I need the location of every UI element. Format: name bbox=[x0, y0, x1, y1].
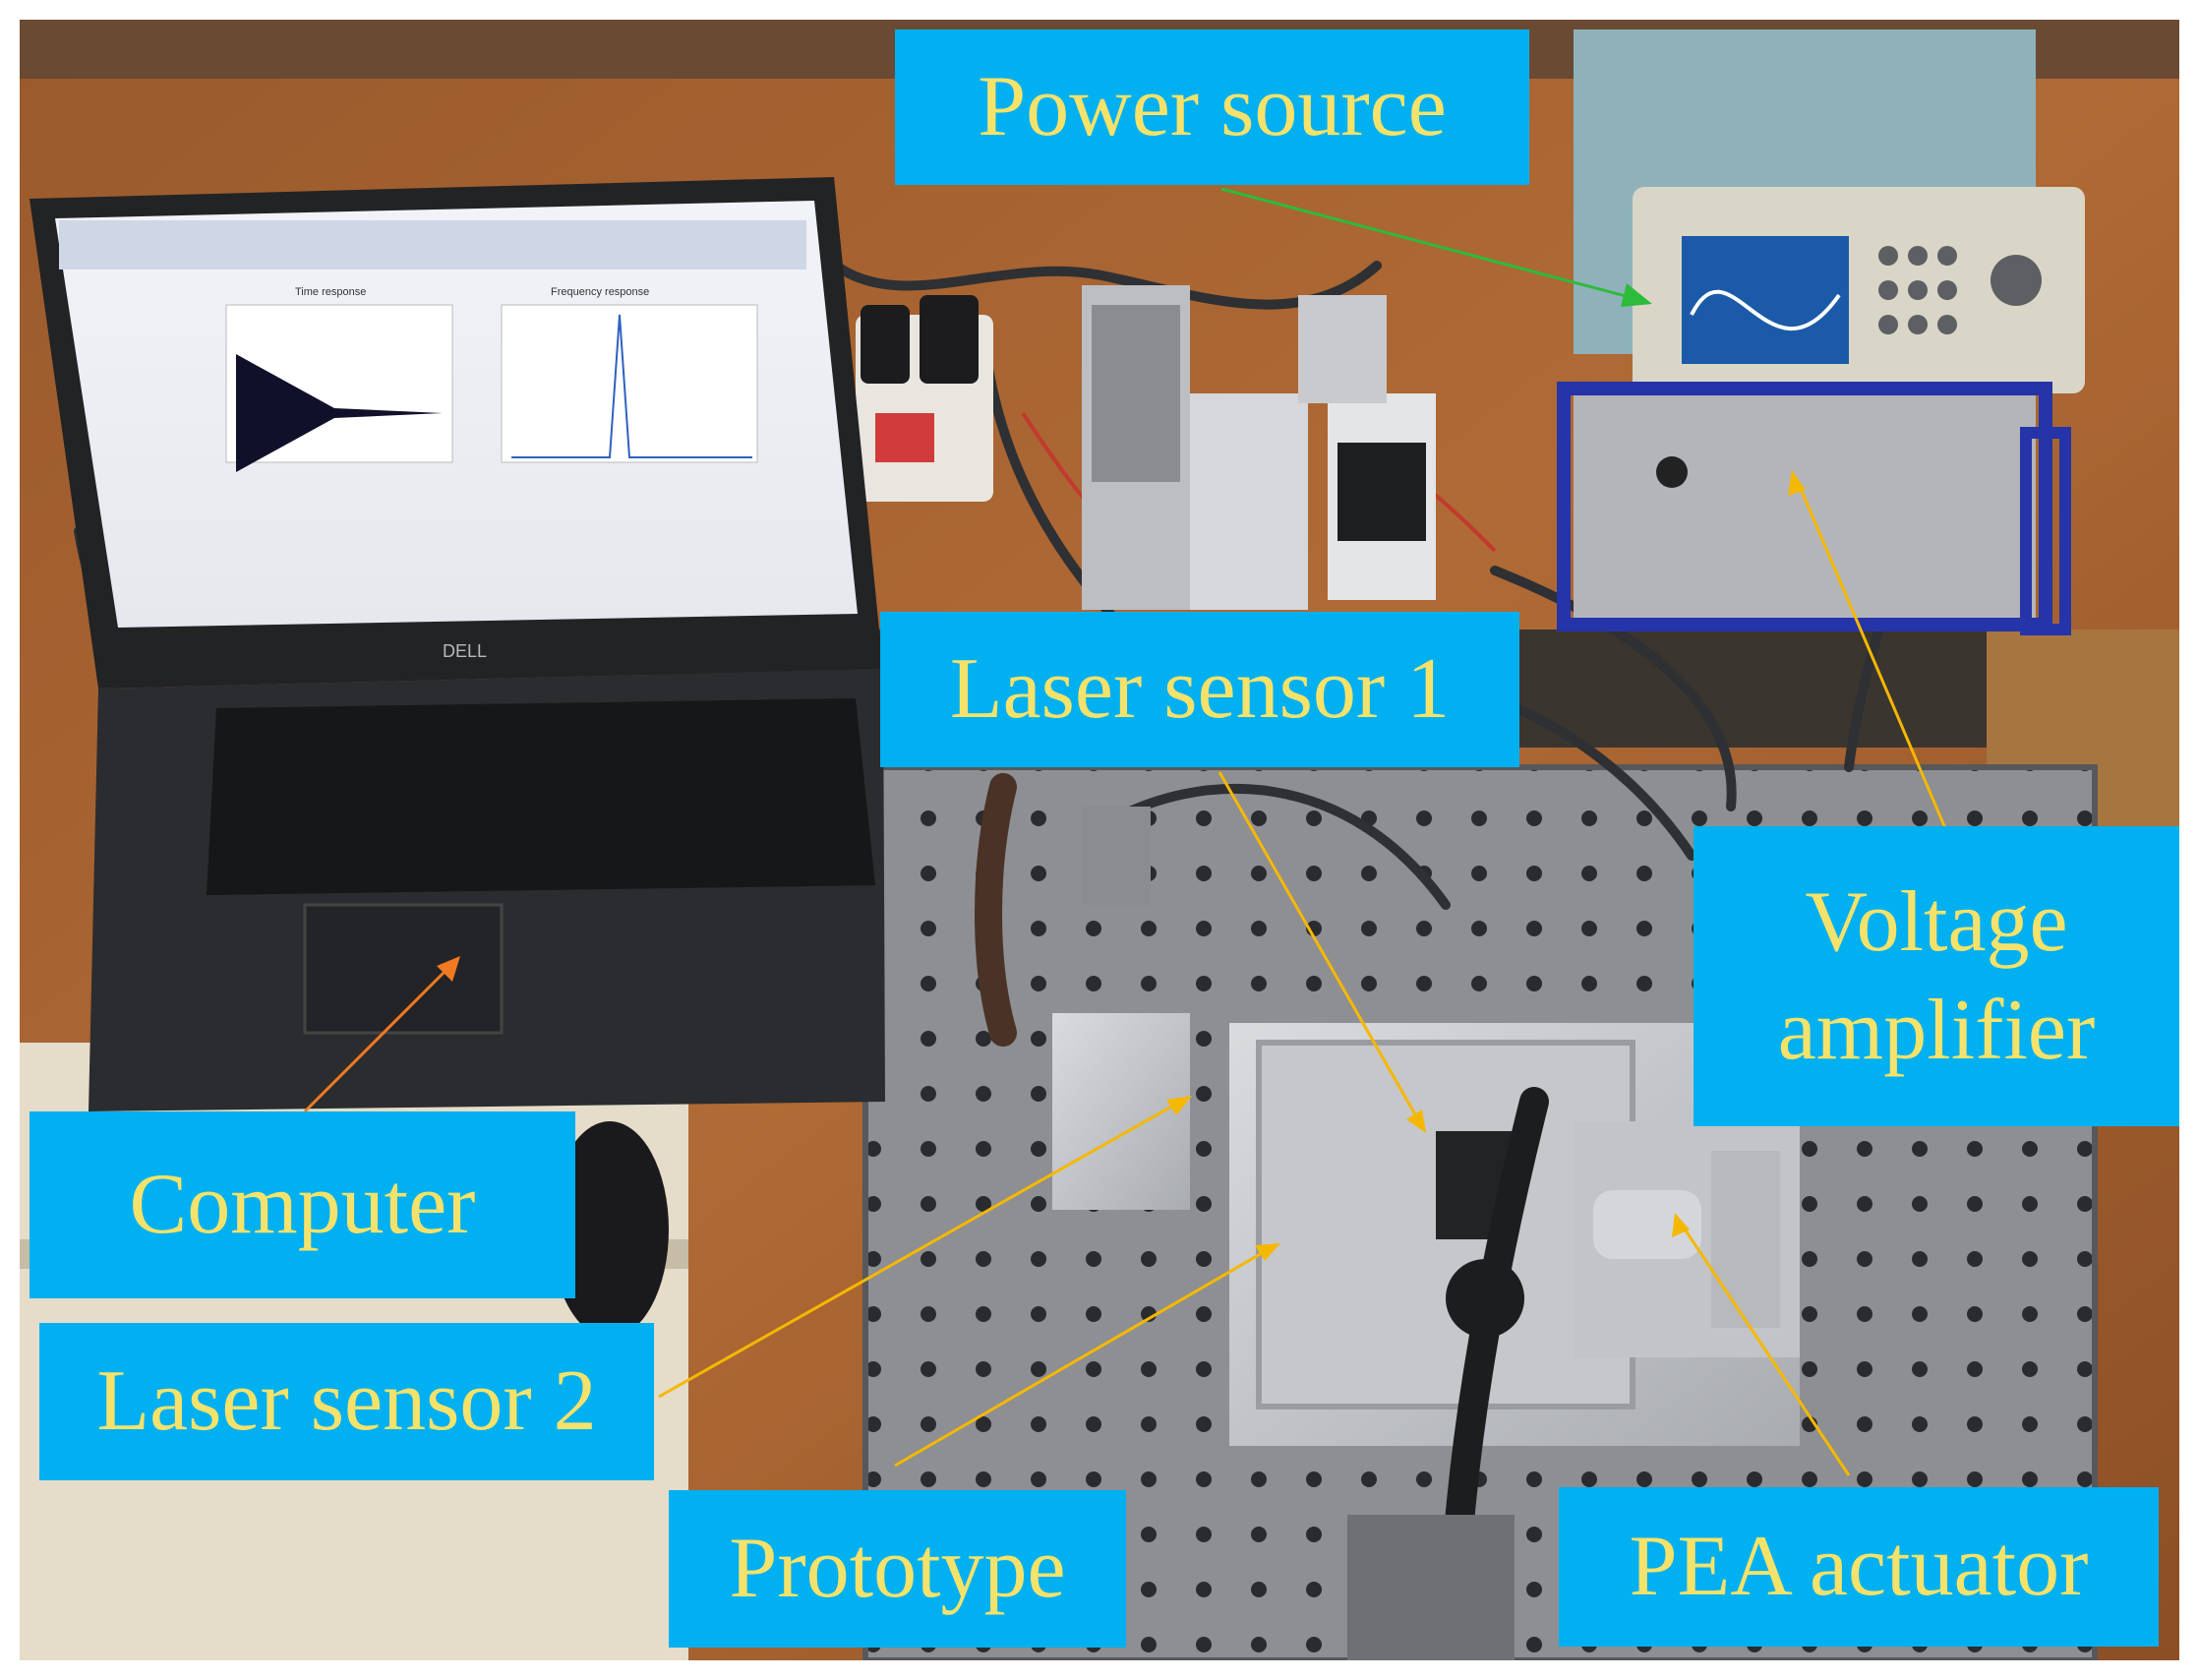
damped-response-shape bbox=[236, 354, 443, 472]
annotation-arrows bbox=[303, 187, 1947, 1476]
laser-sensor-2-arrow bbox=[658, 1100, 1181, 1399]
voltage-amplifier bbox=[1574, 393, 2036, 620]
computer-arrow bbox=[303, 964, 452, 1113]
screen-left-panel-title: Time response bbox=[295, 286, 366, 298]
prototype-label: Prototype bbox=[669, 1490, 1126, 1648]
frequency-response-plot bbox=[501, 304, 758, 463]
amplifier-stand bbox=[2020, 427, 2071, 635]
voltage-amplifier-frame bbox=[1557, 382, 2052, 631]
computer-label: Computer bbox=[30, 1111, 575, 1298]
screen-toolbar bbox=[59, 220, 806, 270]
laser-sensor-1-arrow bbox=[1218, 771, 1421, 1122]
temperature-controller-display bbox=[1337, 443, 1426, 541]
relay-rack bbox=[1298, 295, 1387, 403]
power-source-arrow bbox=[1220, 187, 1641, 302]
screen-right-panel-title: Frequency response bbox=[551, 286, 649, 298]
brown-holder-arm bbox=[975, 773, 1017, 1047]
laptop-keyboard bbox=[207, 698, 875, 895]
plug-1 bbox=[861, 305, 910, 384]
laser-sensor-1-arrowhead bbox=[1406, 1110, 1426, 1133]
pea-actuator-body bbox=[1593, 1190, 1701, 1259]
computer-arrowhead bbox=[437, 956, 460, 982]
left-sensor-block bbox=[1052, 1013, 1190, 1210]
pea-actuator-label: PEA actuator bbox=[1559, 1487, 2159, 1647]
pea-actuator-arrow bbox=[1680, 1224, 1851, 1476]
breadboard-edge bbox=[862, 764, 2098, 1660]
pea-actuator-arrowhead bbox=[1672, 1213, 1690, 1237]
power-strip-switch bbox=[875, 413, 934, 462]
amplifier-knob bbox=[1656, 456, 1688, 488]
laser-sensor-1-label: Laser sensor 1 bbox=[880, 612, 1519, 767]
plug-2 bbox=[920, 295, 979, 384]
prototype-arrow bbox=[894, 1247, 1270, 1468]
voltage-amplifier-arrowhead bbox=[1788, 470, 1806, 496]
voltage-amplifier-label: Voltage amplifier bbox=[1694, 826, 2179, 1126]
actuator-clamp bbox=[1711, 1151, 1780, 1328]
function-generator-screen bbox=[1682, 236, 1849, 364]
mount-block bbox=[1082, 807, 1151, 905]
magnetic-base bbox=[1347, 1515, 1515, 1660]
magnetic-arm bbox=[1441, 1087, 1549, 1589]
dc-power-supply-vent bbox=[1092, 305, 1180, 482]
function-generator-keypad bbox=[1878, 246, 2042, 334]
laser-sensor-2-label: Laser sensor 2 bbox=[39, 1323, 654, 1480]
frequency-peak bbox=[511, 314, 752, 458]
voltage-amplifier-arrow bbox=[1796, 481, 1947, 829]
function-generator-waveform bbox=[1690, 289, 1841, 331]
power-source-arrowhead bbox=[1621, 283, 1652, 307]
laptop-brand-logo: DELL bbox=[443, 641, 487, 661]
laptop: Time response Frequency response DELL bbox=[30, 177, 885, 1111]
voltage-amplifier-label-line-2: amplifier bbox=[1777, 982, 2096, 1078]
voltage-amplifier-label-line-1: Voltage bbox=[1805, 873, 2068, 970]
prototype-arrowhead bbox=[1255, 1243, 1280, 1261]
power-source-label: Power source bbox=[895, 30, 1529, 185]
laser-sensor-2-arrowhead bbox=[1166, 1096, 1192, 1115]
computer-mouse bbox=[551, 1121, 669, 1338]
arm-joint bbox=[1446, 1259, 1524, 1338]
controller-module bbox=[1190, 393, 1308, 610]
